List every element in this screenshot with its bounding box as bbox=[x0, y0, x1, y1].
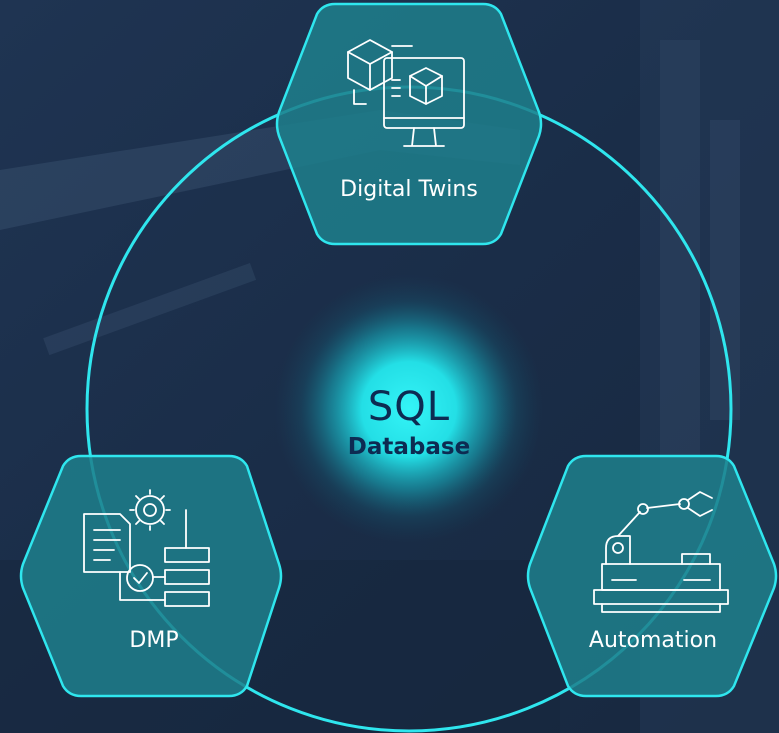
node-dmp[interactable] bbox=[19, 454, 283, 698]
data-management-icon bbox=[83, 489, 210, 607]
robotic-arm-icon bbox=[593, 491, 729, 613]
hexagon-dmp bbox=[19, 454, 283, 698]
label-automation: Automation bbox=[589, 628, 717, 653]
center-subtitle: Database bbox=[347, 434, 471, 460]
label-dmp: DMP bbox=[129, 628, 178, 653]
hexagon-digital-twins bbox=[275, 2, 543, 246]
node-automation[interactable] bbox=[526, 454, 778, 698]
digital-twin-icon bbox=[347, 39, 465, 147]
hexagon-automation bbox=[526, 454, 778, 698]
node-digital-twins[interactable] bbox=[275, 2, 543, 246]
center-title: SQL bbox=[367, 384, 451, 430]
label-digital-twins: Digital Twins bbox=[340, 177, 478, 202]
